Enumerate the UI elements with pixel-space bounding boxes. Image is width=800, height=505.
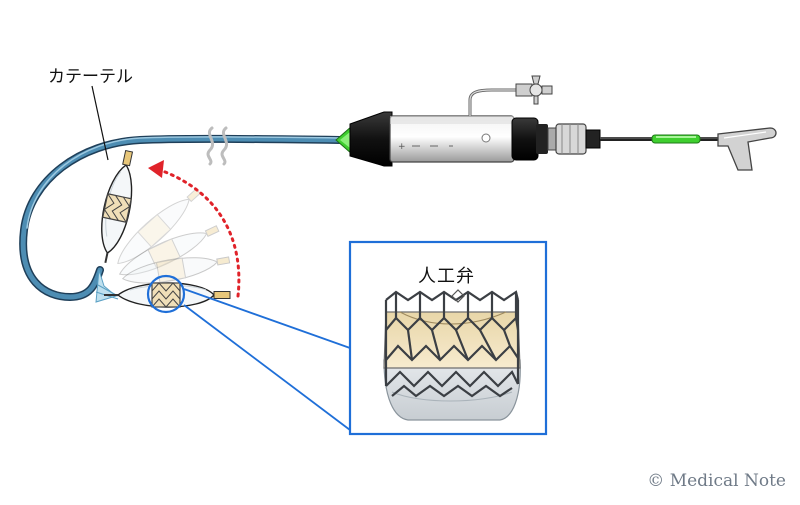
svg-text:+: + [398,142,406,152]
break-mark-icon [206,126,229,166]
ghost-balloon-1 [117,188,201,265]
stopcock-icon [515,75,553,105]
catheter-tube [19,134,344,303]
rotation-arrow-icon [148,160,241,298]
guidewire-shaft [600,134,720,144]
rear-handle-icon [717,127,777,171]
delivery-handle-icon: + [335,88,601,167]
copyright-credit: © Medical Note [647,471,786,491]
balloon-valve-lower-icon [104,282,231,308]
ghost-balloon-2 [118,225,220,276]
catheter-leader-line [91,85,109,161]
prosthetic-valve-icon [383,289,521,421]
balloon-valve-upper-icon [101,149,134,263]
prosthetic-valve-label: 人工弁 [418,266,475,287]
catheter-label: カテーテル [48,67,133,87]
